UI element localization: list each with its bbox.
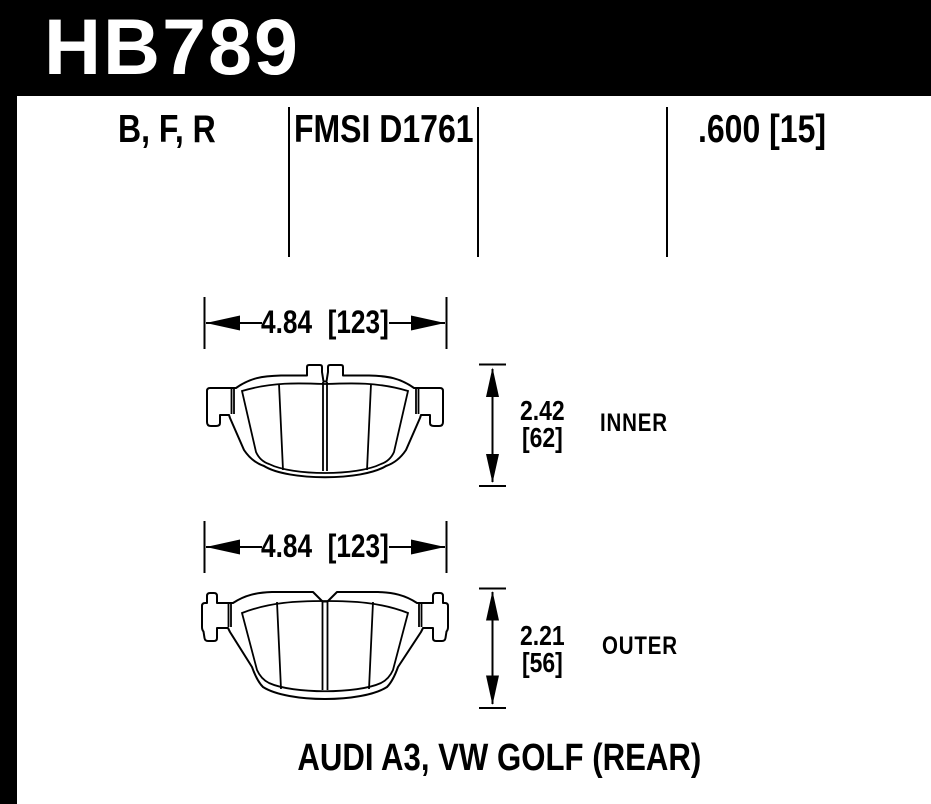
spec-divider-3 xyxy=(666,107,668,257)
spec-divider-2 xyxy=(477,107,479,257)
inner-pad-drawing xyxy=(206,364,444,479)
outer-thickness-mm: [56] xyxy=(522,647,563,678)
outer-label: OUTER xyxy=(602,632,678,660)
outer-thickness-in: 2.21 xyxy=(520,620,565,651)
outer-width-dimension xyxy=(203,521,448,573)
header-bar: HB789 xyxy=(0,0,931,96)
spec-divider-1 xyxy=(288,107,290,257)
compound-codes: B, F, R xyxy=(118,108,216,151)
inner-label: INNER xyxy=(600,409,668,437)
inner-width-dimension xyxy=(203,297,448,349)
fmsi-code: FMSI D1761 xyxy=(294,108,474,151)
outer-pad-drawing xyxy=(201,591,449,700)
inner-width-value: 4.84 [123] xyxy=(261,304,389,340)
outer-height-dimension xyxy=(479,587,506,709)
inner-thickness-mm: [62] xyxy=(522,422,563,453)
part-number: HB789 xyxy=(44,2,300,91)
application-title: AUDI A3, VW GOLF (REAR) xyxy=(297,737,702,779)
inner-thickness-in: 2.42 xyxy=(520,395,565,426)
left-border-bar xyxy=(0,0,17,804)
pad-thickness: .600 [15] xyxy=(698,108,827,151)
outer-width-value: 4.84 [123] xyxy=(261,528,389,564)
inner-height-dimension xyxy=(479,363,506,487)
